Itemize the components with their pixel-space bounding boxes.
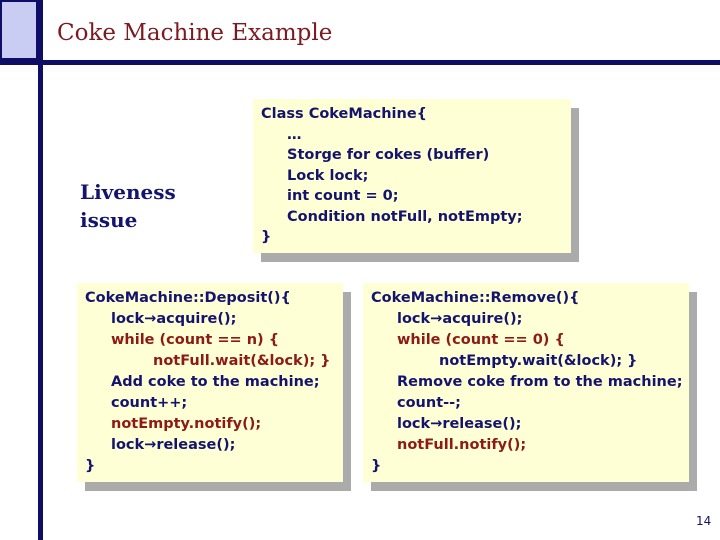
- deposit-method-code-box: CokeMachine::Deposit(){lock→acquire();wh…: [77, 283, 343, 482]
- code-line: count++;: [111, 395, 188, 411]
- vertical-accent-line: [38, 0, 43, 540]
- code-line: notFull.wait(&lock); }: [153, 353, 331, 369]
- remove-method-code-box: CokeMachine::Remove(){lock→acquire();whi…: [363, 283, 689, 482]
- code-line: Class CokeMachine{: [261, 106, 427, 122]
- code-line: while (count == n) {: [111, 332, 280, 348]
- code-line: notFull.notify();: [397, 437, 527, 453]
- code-line: int count = 0;: [287, 188, 399, 204]
- code-line: lock→release();: [111, 437, 236, 453]
- code-line: lock→acquire();: [111, 311, 237, 327]
- code-line: lock→acquire();: [397, 311, 523, 327]
- code-line: Lock lock;: [287, 167, 369, 184]
- code-line: CokeMachine::Deposit(){: [85, 290, 291, 306]
- code-line: notEmpty.notify();: [111, 416, 262, 432]
- code-line: CokeMachine::Remove(){: [371, 290, 580, 306]
- page-number: 14: [696, 514, 712, 528]
- horizontal-accent-line: [0, 60, 720, 65]
- corner-accent-block: [0, 0, 38, 60]
- liveness-issue-label: Liveness issue: [80, 180, 176, 232]
- code-line: Add coke to the machine;: [111, 374, 320, 390]
- code-line: Condition notFull, notEmpty;: [287, 208, 523, 225]
- code-line: Remove coke from to the machine;: [397, 374, 683, 390]
- code-line: while (count == 0) {: [397, 332, 565, 348]
- slide-title: Coke Machine Example: [57, 20, 333, 46]
- code-line: …: [287, 126, 302, 143]
- code-line: }: [85, 458, 96, 474]
- code-line: Storge for cokes (buffer): [287, 147, 490, 163]
- code-line: }: [261, 229, 272, 245]
- code-line: lock→release();: [397, 416, 522, 432]
- code-line: }: [371, 458, 382, 474]
- cokemachine-class-code-box: Class CokeMachine{ … Storge for cokes (buf…: [253, 99, 571, 253]
- code-line: count--;: [397, 395, 461, 411]
- code-line: notEmpty.wait(&lock); }: [439, 353, 638, 369]
